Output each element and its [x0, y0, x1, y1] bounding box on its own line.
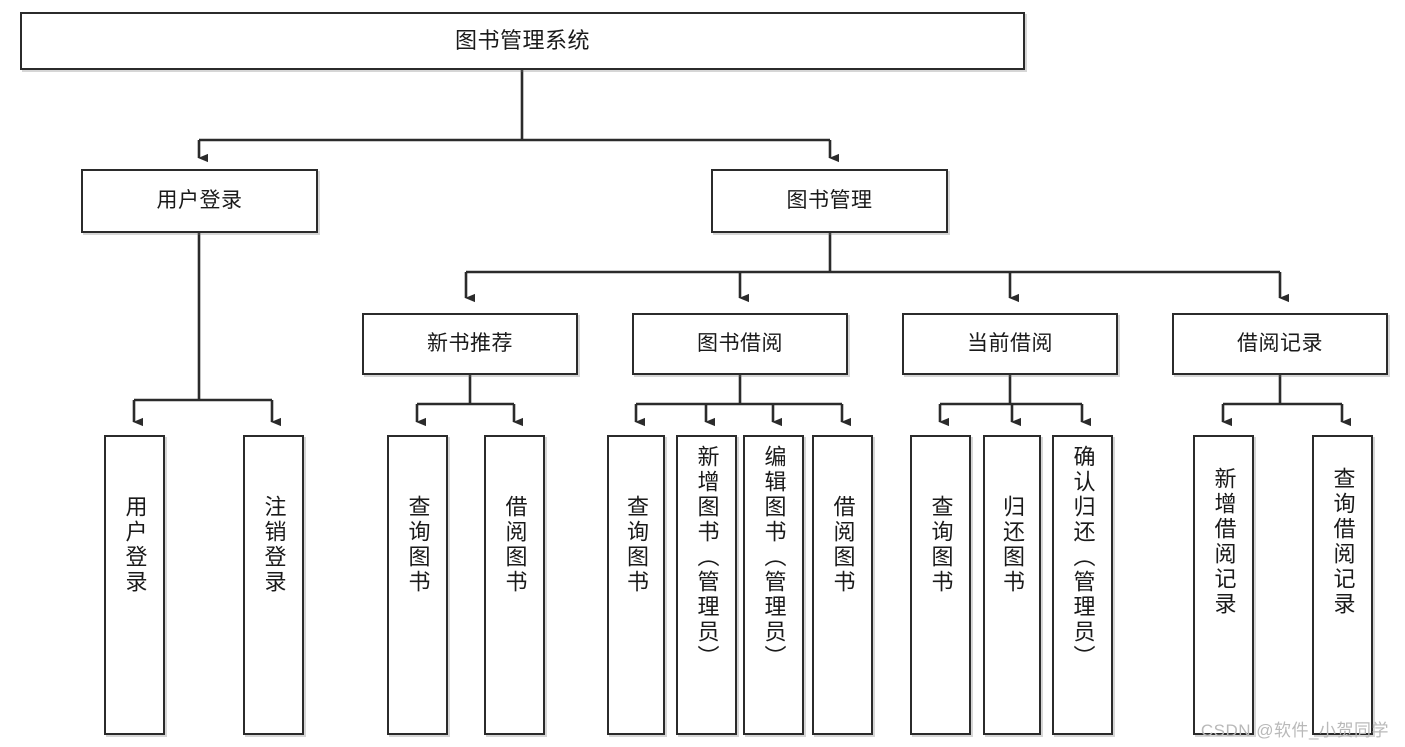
- csdn-watermark: CSDN @软件_小贺同学: [1200, 721, 1389, 740]
- node-label: 查询图书: [928, 495, 954, 595]
- node-label: 确认归还（管理员）: [1070, 445, 1096, 670]
- node-label: 当前借阅: [967, 331, 1053, 355]
- node-label: 新增图书（管理员）: [694, 445, 720, 670]
- node-leaf-return-book[interactable]: 归还图书: [983, 435, 1041, 735]
- node-label: 图书管理: [786, 188, 873, 212]
- node-label: 查询借阅记录: [1330, 467, 1356, 617]
- node-label: 借阅图书: [502, 495, 528, 595]
- node-root-system[interactable]: 图书管理系统: [20, 12, 1025, 70]
- node-user-login[interactable]: 用户登录: [81, 169, 318, 233]
- node-leaf-query-book-3[interactable]: 查询图书: [910, 435, 971, 735]
- node-label: 新书推荐: [427, 331, 513, 355]
- node-leaf-query-book-2[interactable]: 查询图书: [607, 435, 665, 735]
- node-label: 归还图书: [1000, 495, 1025, 595]
- node-leaf-add-record[interactable]: 新增借阅记录: [1193, 435, 1254, 735]
- node-label: 查询图书: [405, 495, 431, 595]
- node-leaf-logout[interactable]: 注销登录: [243, 435, 304, 735]
- node-label: 借阅记录: [1237, 331, 1323, 355]
- node-leaf-add-book[interactable]: 新增图书（管理员）: [676, 435, 737, 735]
- node-label: 注销登录: [261, 495, 287, 595]
- node-leaf-borrow-book-1[interactable]: 借阅图书: [484, 435, 545, 735]
- node-new-book-rec[interactable]: 新书推荐: [362, 313, 578, 375]
- node-leaf-query-book-1[interactable]: 查询图书: [387, 435, 448, 735]
- node-label: 图书管理系统: [454, 28, 590, 54]
- node-current-borrow[interactable]: 当前借阅: [902, 313, 1118, 375]
- node-label: 查询图书: [624, 495, 649, 595]
- node-leaf-query-record[interactable]: 查询借阅记录: [1312, 435, 1373, 735]
- node-label: 借阅图书: [830, 495, 856, 595]
- node-borrow-record[interactable]: 借阅记录: [1172, 313, 1388, 375]
- node-leaf-confirm-return[interactable]: 确认归还（管理员）: [1052, 435, 1113, 735]
- node-label: 图书借阅: [697, 331, 783, 355]
- node-leaf-user-login[interactable]: 用户登录: [104, 435, 165, 735]
- node-leaf-borrow-book-2[interactable]: 借阅图书: [812, 435, 873, 735]
- node-label: 用户登录: [122, 495, 148, 595]
- node-book-borrow[interactable]: 图书借阅: [632, 313, 848, 375]
- node-label: 新增借阅记录: [1211, 467, 1237, 617]
- node-leaf-edit-book[interactable]: 编辑图书（管理员）: [743, 435, 804, 735]
- node-label: 编辑图书（管理员）: [761, 445, 787, 670]
- node-label: 用户登录: [156, 188, 243, 212]
- node-book-manage[interactable]: 图书管理: [711, 169, 948, 233]
